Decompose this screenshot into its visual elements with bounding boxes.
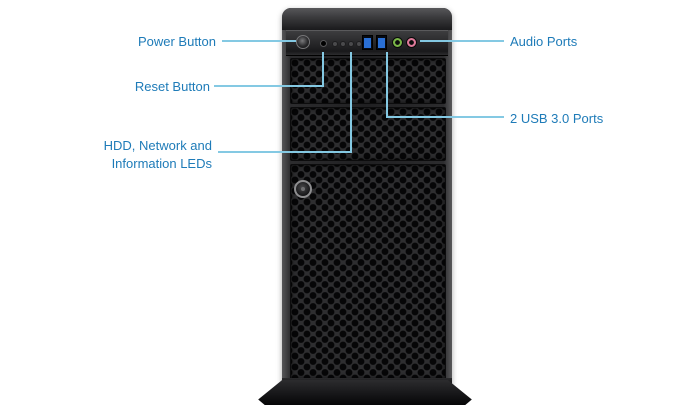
callout-label-audio-ports: Audio Ports: [510, 34, 578, 49]
reset-button: [320, 40, 327, 47]
audio-mic-jack: [406, 37, 417, 48]
mesh-front-grille: [290, 164, 446, 380]
power-button: [296, 35, 310, 49]
callout-line-reset-h: [214, 85, 324, 87]
tower-chassis: [282, 8, 452, 386]
hdd-led: [332, 41, 338, 47]
callout-line-power: [222, 40, 296, 42]
usb-tongue-icon: [364, 38, 371, 48]
network-led-2: [348, 41, 354, 47]
callout-label-hdd-leds: HDD, Network and Information LEDs: [103, 138, 212, 171]
mesh-bay-cover-1: [290, 58, 446, 104]
usb3-port-1: [362, 35, 373, 50]
callout-line-leds-v: [350, 52, 352, 153]
callout-line-reset-v: [322, 52, 324, 87]
usb-tongue-icon: [378, 38, 385, 48]
usb3-port-2: [376, 35, 387, 50]
callout-line-leds-h: [218, 151, 352, 153]
front-control-panel: [286, 30, 448, 56]
brand-logo-icon: [294, 180, 312, 198]
chassis-top-cap: [282, 8, 452, 30]
callout-line-audio: [420, 40, 504, 42]
callout-label-reset-button: Reset Button: [134, 79, 210, 94]
callout-line-usb-v: [386, 52, 388, 118]
callout-label-usb-ports: 2 USB 3.0 Ports: [510, 111, 604, 126]
callout-line-usb-h: [386, 116, 504, 118]
audio-lineout-jack: [392, 37, 403, 48]
information-led: [356, 41, 362, 47]
network-led-1: [340, 41, 346, 47]
chassis-feet: [258, 380, 472, 405]
callout-label-power-button: Power Button: [137, 34, 216, 49]
